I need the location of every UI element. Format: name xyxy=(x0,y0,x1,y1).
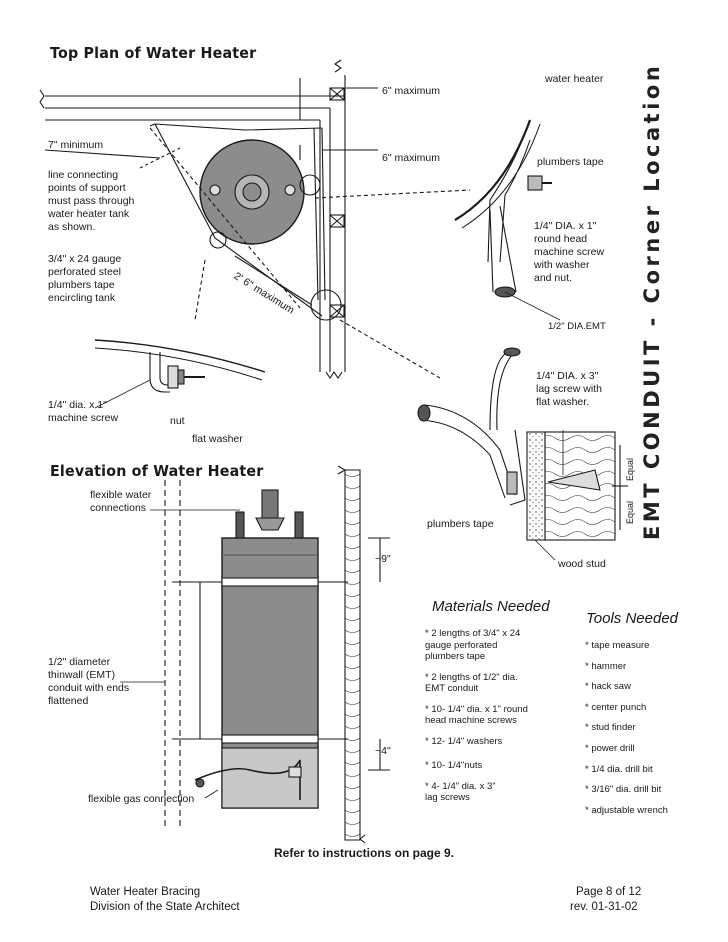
water-heater-label: water heater xyxy=(545,73,604,85)
materials-header: Materials Needed xyxy=(432,598,550,615)
four-in-label: ~4" xyxy=(375,745,391,757)
list-item: * adjustable wrench xyxy=(585,804,668,816)
six-max-mid-label: 6" maximum xyxy=(382,152,440,164)
materials-list: * 2 lengths of 3/4" x 24 gauge perforate… xyxy=(425,628,528,804)
line-connecting-label: line connecting points of support must p… xyxy=(48,169,135,233)
list-item: * 1/4 dia. drill bit xyxy=(585,763,653,775)
emt-desc-label: 1/2" diameter thinwall (EMT) conduit wit… xyxy=(48,656,130,707)
list-item: * power drill xyxy=(585,742,635,754)
flex-gas-label: flexible gas connection xyxy=(88,793,195,805)
round-head-label: 1/4" DIA. x 1" round head machine screw … xyxy=(534,220,605,284)
list-item: * 2 lengths of 3/4" x 24 gauge perforate… xyxy=(425,628,521,662)
plumbers-tape-2-label: plumbers tape xyxy=(427,518,494,530)
list-item: * tape measure xyxy=(585,640,650,651)
nine-in-label: ~9" xyxy=(375,553,391,565)
seven-min-label: 7" minimum xyxy=(48,139,104,151)
list-item: * hack saw xyxy=(585,681,631,693)
footer-left-1: Water Heater Bracing xyxy=(90,886,201,898)
top-plan-title: Top Plan of Water Heater xyxy=(50,44,257,62)
equal-label-2: Equal xyxy=(625,500,635,524)
list-item: * 4- 1/4" dia. x 3" lag screws xyxy=(425,780,496,804)
top-plan-drawing xyxy=(39,59,471,409)
flat-washer-label: flat washer xyxy=(192,433,243,445)
list-item: * 10- 1/4"nuts xyxy=(425,760,483,771)
flex-water-label: flexible water connections xyxy=(90,489,152,514)
emt-label: 1/2" DIA.EMT xyxy=(548,321,606,332)
wood-stud-label: wood stud xyxy=(558,558,606,570)
tools-header: Tools Needed xyxy=(586,610,679,627)
footer-page: Page 8 of 12 xyxy=(576,886,642,898)
equal-label-1: Equal xyxy=(625,457,635,481)
lag-screw-label: 1/4" DIA. x 3" lag screw with flat washe… xyxy=(536,370,602,408)
side-title: EMT CONDUIT - Corner Location xyxy=(640,62,664,540)
list-item: * 10- 1/4" dia. x 1" round head machine … xyxy=(425,703,528,727)
strap-desc-label: 3/4" x 24 gauge perforated steel plumber… xyxy=(48,253,122,304)
conduit-detail-drawing xyxy=(417,119,628,561)
footer-rev: rev. 01-31-02 xyxy=(570,901,638,913)
tools-list: * tape measure * hammer * hack saw * cen… xyxy=(585,636,668,821)
plumbers-tape-label: plumbers tape xyxy=(537,156,604,168)
list-item: * stud finder xyxy=(585,722,636,734)
list-item: * 12- 1/4" washers xyxy=(425,735,503,747)
footer-left-2: Division of the State Architect xyxy=(90,901,240,913)
refer-note: Refer to instructions on page 9. xyxy=(273,846,455,860)
list-item: * hammer xyxy=(585,660,627,672)
list-item: * 2 lengths of 1/2" dia. EMT conduit xyxy=(425,671,518,695)
elevation-drawing xyxy=(120,465,390,844)
list-item: * center punch xyxy=(585,701,647,713)
machine-screw-label: 1/4" dia. x 1" machine screw xyxy=(48,399,119,424)
nut-label: nut xyxy=(170,415,185,427)
six-max-top-label: 6" maximum xyxy=(382,85,440,97)
list-item: * 3/16" dia. drill bit xyxy=(585,784,662,796)
elevation-title: Elevation of Water Heater xyxy=(50,462,264,480)
